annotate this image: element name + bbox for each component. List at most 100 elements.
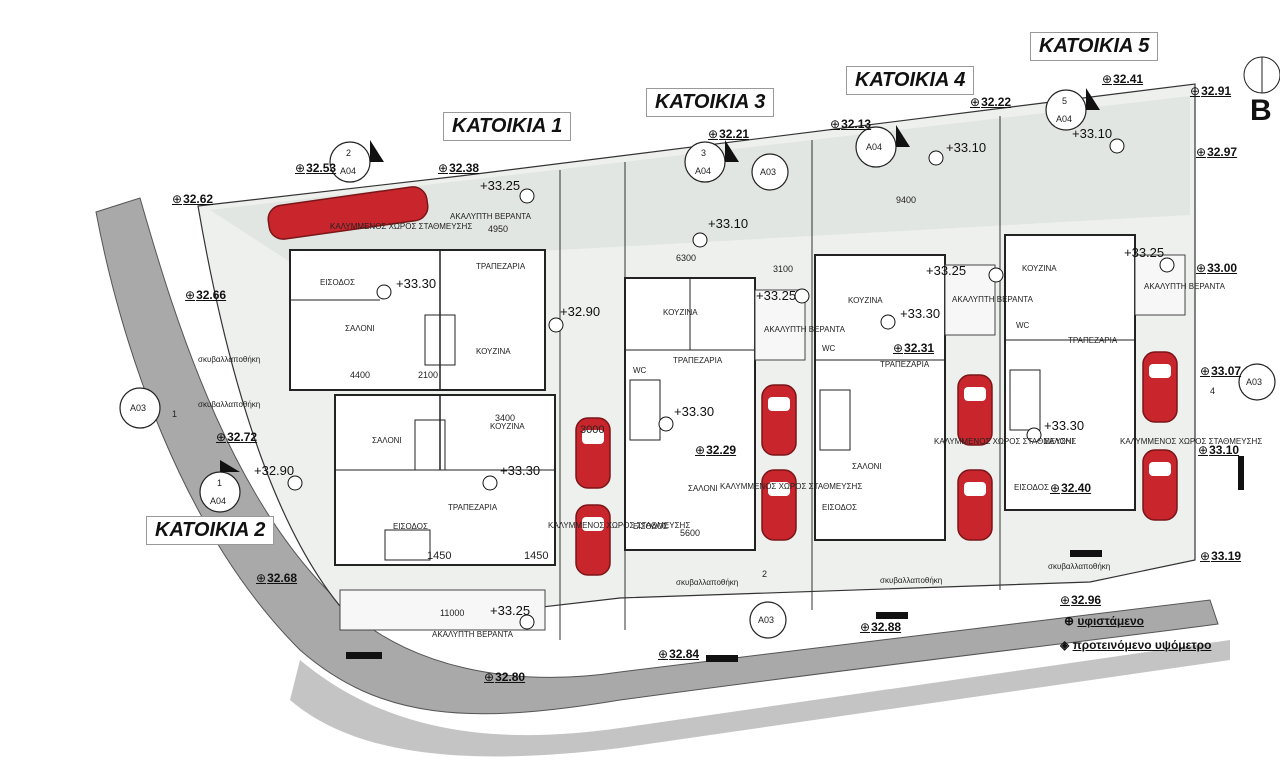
level-label: 32.41 [1102, 72, 1143, 86]
title-house-3: ΚΑΤΟΙΚΙΑ 3 [646, 88, 775, 117]
level-label: 32.22 [970, 95, 1011, 109]
room-living-label: ΣΑΛΟΝΙ [1044, 437, 1074, 446]
legend-existing: ⊕ υφιστάμενο [1064, 614, 1144, 628]
dimension-label: 3100 [773, 264, 794, 274]
proposed-level: +33.30 [1044, 418, 1085, 433]
section-ref: A03 [130, 403, 147, 413]
car-5b [1142, 449, 1178, 521]
house-5-plan [1004, 234, 1136, 511]
dimension-label: 5600 [680, 528, 701, 538]
proposed-level: +33.10 [946, 140, 987, 155]
legend-existing-label: υφιστάμενο [1077, 614, 1144, 628]
level-label: 32.62 [172, 192, 213, 206]
section-ref: 5 [1062, 96, 1068, 106]
section-ref: 1 [217, 478, 223, 488]
room-kitchen-label: ΚΟΥΖΙΝΑ [663, 308, 698, 317]
legend-proposed: ◈ προτεινόμενο υψόμετρο [1060, 638, 1212, 652]
room-veranda-label: ΑΚΑΛΥΠΤΗ ΒΕΡΑΝΤΑ [764, 325, 845, 334]
room-bins-label: σκυβαλλαποθήκη [880, 576, 943, 585]
room-parking-label: ΚΑΛΥΜΜΕΝΟΣ ΧΩΡΟΣ ΣΤΑΘΜΕΥΣΗΣ [330, 222, 473, 231]
proposed-level: +33.25 [1124, 245, 1165, 260]
room-entrance-label: ΕΙΣΟΔΟΣ [320, 278, 355, 287]
room-bins-label: σκυβαλλαποθήκη [198, 400, 261, 409]
level-label: 32.21 [708, 127, 749, 141]
room-living-label: ΣΑΛΟΝΙ [688, 484, 718, 493]
room-kitchen-label: ΚΟΥΖΙΝΑ [476, 347, 511, 356]
room-dining-label: ΤΡΑΠΕΖΑΡΙΑ [673, 356, 723, 365]
level-label: 32.97 [1196, 145, 1237, 159]
level-label: 32.88 [860, 620, 901, 634]
level-label: 32.53 [295, 161, 336, 175]
car-4b [957, 469, 993, 541]
section-ref: 2 [346, 148, 352, 158]
car-2b [575, 504, 611, 576]
dimension-label: 1450 [524, 550, 549, 562]
level-label: 32.96 [1060, 593, 1101, 607]
room-kitchen-label: ΚΟΥΖΙΝΑ [848, 296, 883, 305]
car-3b [761, 469, 797, 541]
dimension-label: 2100 [418, 370, 439, 380]
room-parking-label: ΚΑΛΥΜΜΕΝΟΣ ΧΩΡΟΣ ΣΤΑΘΜΕΥΣΗΣ [548, 521, 691, 530]
level-label: 33.00 [1196, 261, 1237, 275]
car-windows [582, 364, 1171, 531]
car-3a [761, 384, 797, 456]
level-label: 32.29 [695, 443, 736, 457]
proposed-level: +33.25 [756, 288, 797, 303]
dimension-label: 4950 [488, 224, 509, 234]
room-veranda-label: ΑΚΑΛΥΠΤΗ ΒΕΡΑΝΤΑ [450, 212, 531, 221]
section-ref: A04 [340, 166, 357, 176]
room-parking-label: ΚΑΛΥΜΜΕΝΟΣ ΧΩΡΟΣ ΣΤΑΘΜΕΥΣΗΣ [720, 482, 863, 491]
section-ref: A04 [210, 496, 227, 506]
proposed-level: +33.30 [500, 463, 541, 478]
dimension-label: 3000 [580, 424, 605, 436]
dimension-label: 6300 [676, 253, 697, 263]
road-lower-band [290, 640, 1230, 757]
room-entrance-label: ΕΙΣΟΔΟΣ [822, 503, 857, 512]
room-veranda-label: ΑΚΑΛΥΠΤΗ ΒΕΡΑΝΤΑ [432, 630, 513, 639]
dimension-label: 3400 [495, 413, 516, 423]
car-1 [267, 186, 429, 240]
proposed-level-markers [287, 138, 1175, 630]
room-parking-label: ΚΑΛΥΜΜΕΝΟΣ ΧΩΡΟΣ ΣΤΑΘΜΕΥΣΗΣ [934, 437, 1077, 446]
proposed-level: +33.30 [900, 306, 941, 321]
room-parking-label: ΚΑΛΥΜΜΕΝΟΣ ΧΩΡΟΣ ΣΤΑΘΜΕΥΣΗΣ [1120, 437, 1263, 446]
dimension-label: 4400 [350, 370, 371, 380]
proposed-level: +33.10 [1072, 126, 1113, 141]
room-living-label: ΣΑΛΟΝΙ [372, 436, 402, 445]
proposed-level: +33.30 [674, 404, 715, 419]
level-label: 32.13 [830, 117, 871, 131]
section-ref: 2 [762, 569, 768, 579]
level-label: 32.84 [658, 647, 699, 661]
room-bins-label: σκυβαλλαποθήκη [1048, 562, 1111, 571]
title-house-5: ΚΑΤΟΙΚΙΑ 5 [1030, 32, 1159, 61]
section-ref: A03 [1246, 377, 1263, 387]
room-wc-label: WC [1016, 321, 1030, 330]
room-living-label: ΣΑΛΟΝΙ [345, 324, 375, 333]
section-ref: A03 [758, 615, 775, 625]
level-label: 33.10 [1198, 443, 1239, 457]
room-entrance-label: ΕΙΣΟΔΟΣ [1014, 483, 1049, 492]
room-bins-label: σκυβαλλαποθήκη [676, 578, 739, 587]
level-label: 32.40 [1050, 481, 1091, 495]
room-kitchen-label: ΚΟΥΖΙΝΑ [490, 422, 525, 431]
section-ref: A04 [1056, 114, 1073, 124]
dimension-label: 1450 [427, 550, 452, 562]
room-bins-label: σκυβαλλαποθήκη [198, 355, 261, 364]
proposed-level: +33.25 [926, 263, 967, 278]
room-wc-label: WC [822, 344, 836, 353]
room-dining-label: ΤΡΑΠΕΖΑΡΙΑ [476, 262, 526, 271]
dimension-label: 9400 [896, 195, 917, 205]
section-ref: A04 [866, 142, 883, 152]
room-kitchen-label: ΚΟΥΖΙΝΑ [1022, 264, 1057, 273]
room-dining-label: ΤΡΑΠΕΖΑΡΙΑ [448, 503, 498, 512]
title-house-4: ΚΑΤΟΙΚΙΑ 4 [846, 66, 975, 95]
house-4-plan [814, 254, 946, 541]
level-label: 32.91 [1190, 84, 1231, 98]
room-wc-label: WC [633, 366, 647, 375]
proposed-level: +33.25 [480, 178, 521, 193]
house-1-plan [289, 249, 546, 391]
section-ref: 4 [1210, 386, 1216, 396]
marker-bars [346, 456, 1244, 662]
title-house-1: ΚΑΤΟΙΚΙΑ 1 [443, 112, 572, 141]
